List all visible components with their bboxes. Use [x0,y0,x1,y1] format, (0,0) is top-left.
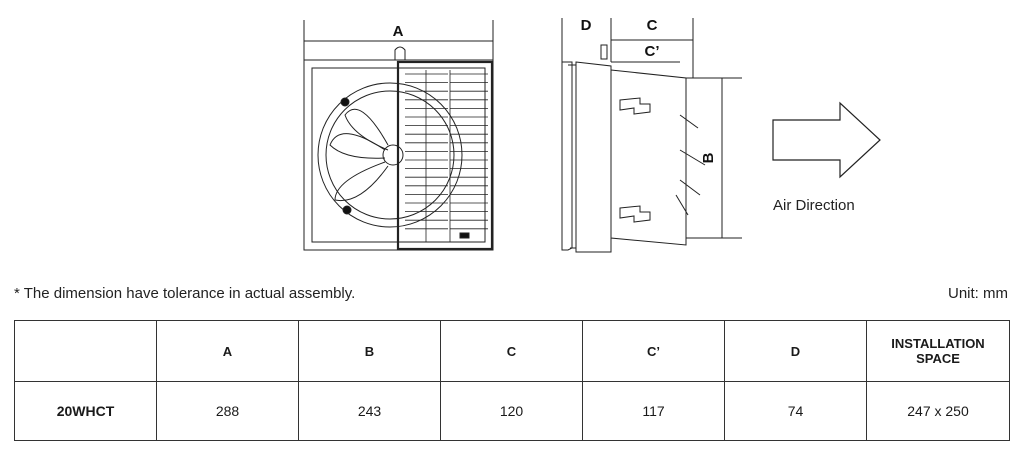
cell-b: 243 [298,381,441,441]
dim-label-a: A [393,23,404,40]
header-installation-space: INSTALLATION SPACE [866,320,1010,382]
cell-d: 74 [724,381,867,441]
dim-label-c-prime: C’ [645,43,660,60]
side-view [561,18,742,253]
unit-note: Unit: mm [948,285,1008,302]
dim-label-d: D [581,17,592,34]
tolerance-note: * The dimension have tolerance in actual… [14,285,356,302]
cell-a: 288 [156,381,299,441]
table-header-row: A B C C’ D INSTALLATION SPACE [14,320,1010,382]
header-d: D [724,320,867,382]
header-c-prime: C’ [582,320,725,382]
cell-c: 120 [440,381,583,441]
grille-louvers [405,70,488,242]
header-a: A [156,320,299,382]
header-empty [14,320,157,382]
cell-installation-space: 247 x 250 [866,381,1010,441]
dim-label-b: B [700,152,717,163]
air-direction-label: Air Direction [773,197,855,214]
cell-model: 20WHCT [14,381,157,441]
header-c: C [440,320,583,382]
air-direction-arrow [772,101,881,179]
dimension-table: A B C C’ D INSTALLATION SPACE 20WHCT 288… [14,320,1010,441]
cell-c-prime: 117 [582,381,725,441]
front-view [303,20,494,251]
dim-label-c: C [647,17,658,34]
fan-dimension-drawing: A D C C’ B Air Direction [303,17,881,253]
table-row: 20WHCT 288 243 120 117 74 247 x 250 [14,381,1010,441]
header-b: B [298,320,441,382]
